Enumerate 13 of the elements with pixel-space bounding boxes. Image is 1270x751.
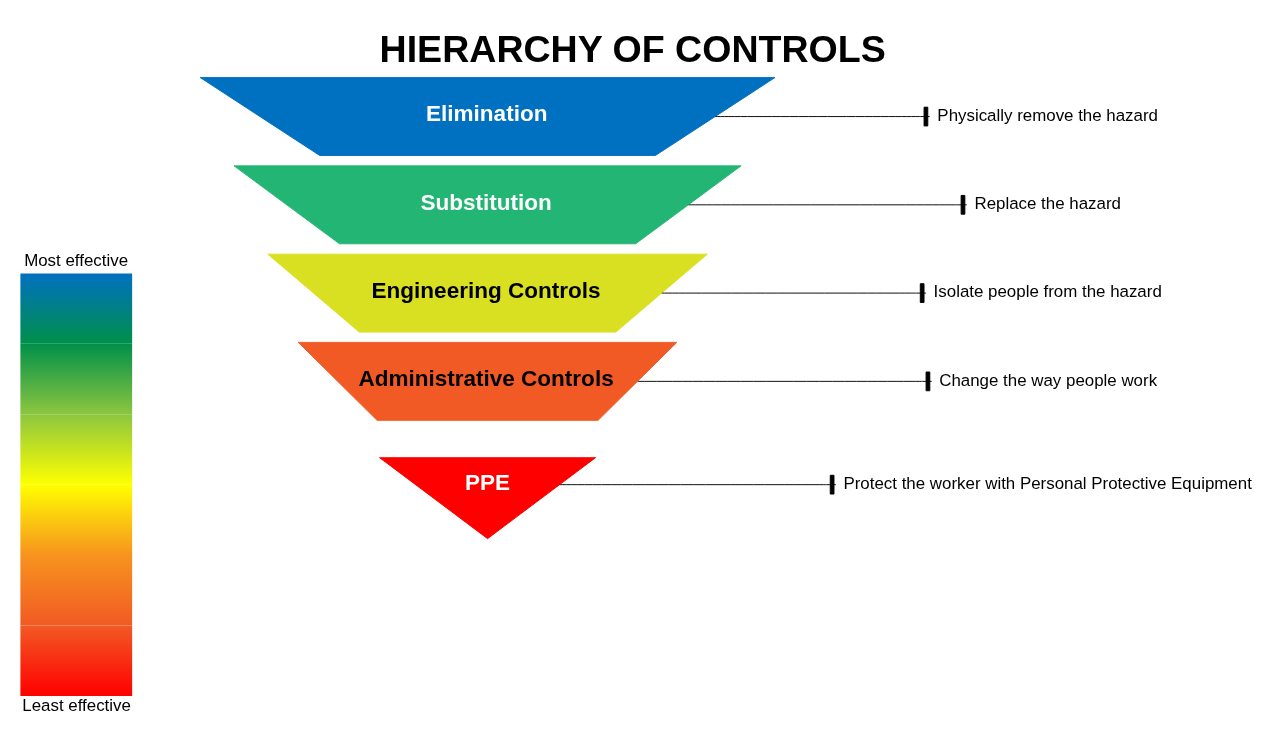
node-label: Most effective — [24, 251, 129, 271]
node-text: Protect the worker with Personal Protective Equipment — [843, 473, 1252, 493]
connector — [714, 106, 931, 127]
node-label: Least effective — [22, 696, 131, 716]
node-text: Physically remove the hazard — [937, 105, 1158, 125]
connector — [661, 283, 927, 303]
node-text: Change the way people work — [939, 370, 1158, 390]
diagram-title: HIERARCHY OF CONTROLS — [379, 27, 886, 70]
node-text: Replace the hazard — [974, 193, 1121, 213]
connector — [688, 194, 968, 215]
node-text: Isolate people from the hazard — [933, 282, 1162, 302]
connector — [559, 474, 837, 495]
connector — [637, 371, 933, 392]
